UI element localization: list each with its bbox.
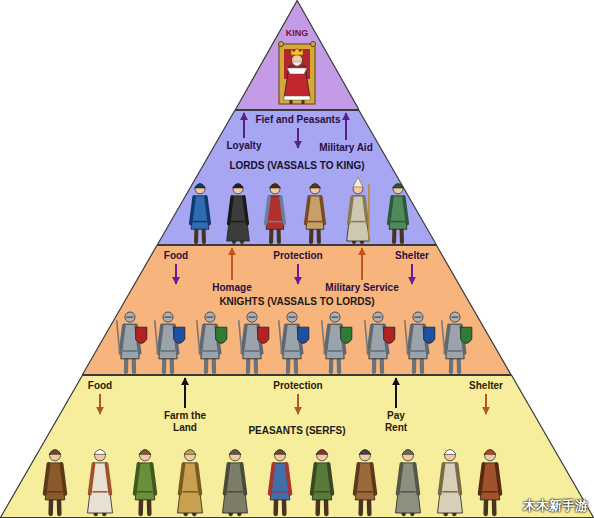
exchange-arrow xyxy=(411,264,413,284)
exchange-arrow xyxy=(231,248,233,280)
exchange-label: Military Aid xyxy=(319,142,373,154)
exchange-arrow xyxy=(297,264,299,284)
exchange-arrow xyxy=(395,378,397,408)
tier-band xyxy=(158,111,437,245)
exchange-label: Protection xyxy=(273,380,322,392)
exchange-arrow xyxy=(297,394,299,414)
tier-band xyxy=(235,1,358,110)
exchange-label: Shelter xyxy=(395,250,429,262)
exchange-label: Fief and Peasants xyxy=(255,114,340,126)
tier-band xyxy=(1,376,594,518)
tier-band xyxy=(83,246,511,375)
pyramid-tier: KNIGHTS (VASSALS TO LORDS) xyxy=(82,245,511,375)
exchange-label: Military Service xyxy=(325,282,398,294)
tier-title: KING xyxy=(235,27,359,39)
pyramid-tier: PEASANTS (SERFS) xyxy=(0,375,594,518)
exchange-arrow xyxy=(485,394,487,414)
exchange-label: Pay Rent xyxy=(379,410,413,434)
king-on-throne xyxy=(279,42,316,105)
exchange-label: Protection xyxy=(273,250,322,262)
watermark: 木木新手游 xyxy=(523,497,588,515)
exchange-label: Food xyxy=(164,250,188,262)
exchange-arrow xyxy=(345,113,347,140)
tier-title: PEASANTS (SERFS) xyxy=(0,425,594,437)
exchange-arrow xyxy=(243,113,245,138)
pyramid-tier: LORDS (VASSALS TO KING) xyxy=(157,110,437,245)
exchange-label: Food xyxy=(88,380,112,392)
exchange-arrow xyxy=(184,378,186,408)
exchange-label: Farm the Land xyxy=(160,410,210,434)
tier-outline xyxy=(157,110,437,245)
exchange-arrow xyxy=(99,394,101,414)
exchange-label: Loyalty xyxy=(226,140,261,152)
pyramid-tier: KING xyxy=(235,0,359,110)
tier-title: LORDS (VASSALS TO KING) xyxy=(157,160,437,172)
tier-outline xyxy=(82,245,511,375)
exchange-arrow xyxy=(297,128,299,148)
exchange-arrow xyxy=(361,248,363,280)
tier-outline xyxy=(0,375,594,518)
exchange-label: Shelter xyxy=(469,380,503,392)
exchange-label: Homage xyxy=(212,282,251,294)
exchange-arrow xyxy=(175,264,177,284)
tier-outline xyxy=(235,0,359,110)
tier-title: KNIGHTS (VASSALS TO LORDS) xyxy=(82,296,511,308)
